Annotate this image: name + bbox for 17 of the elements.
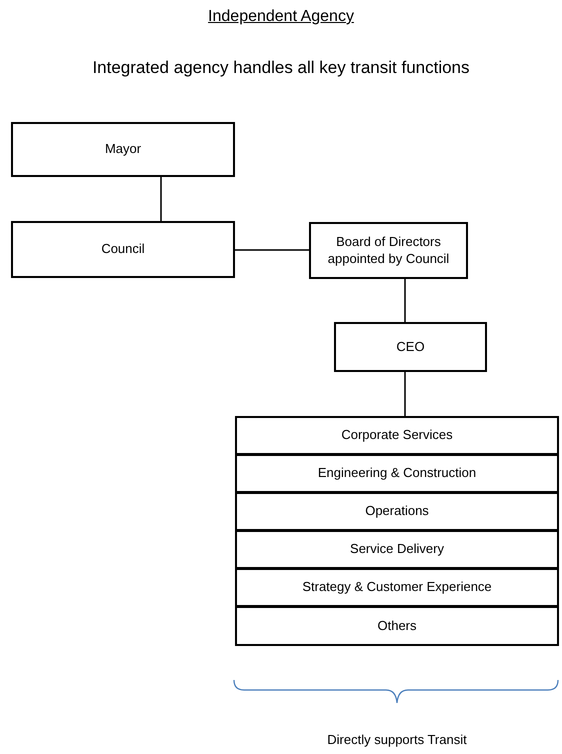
connector-line: [404, 279, 406, 322]
org-box: Council: [11, 221, 235, 278]
org-box: Service Delivery: [235, 530, 559, 569]
connector-line: [404, 372, 406, 416]
org-box: Others: [235, 606, 559, 646]
org-box: Operations: [235, 492, 559, 531]
connector-line: [160, 177, 162, 221]
org-box: Mayor: [11, 122, 235, 177]
org-box: Strategy & Customer Experience: [235, 568, 559, 607]
org-box: Engineering & Construction: [235, 454, 559, 493]
note: Directly supports Transit: [326, 732, 468, 747]
title: Independent Agency: [207, 8, 355, 26]
org-box: Board of Directors appointed by Council: [309, 222, 468, 279]
connector-line: [235, 249, 309, 251]
subtitle: Integrated agency handles all key transit functions: [91, 58, 471, 78]
org-box: Corporate Services: [235, 416, 559, 455]
org-box: CEO: [334, 322, 487, 372]
